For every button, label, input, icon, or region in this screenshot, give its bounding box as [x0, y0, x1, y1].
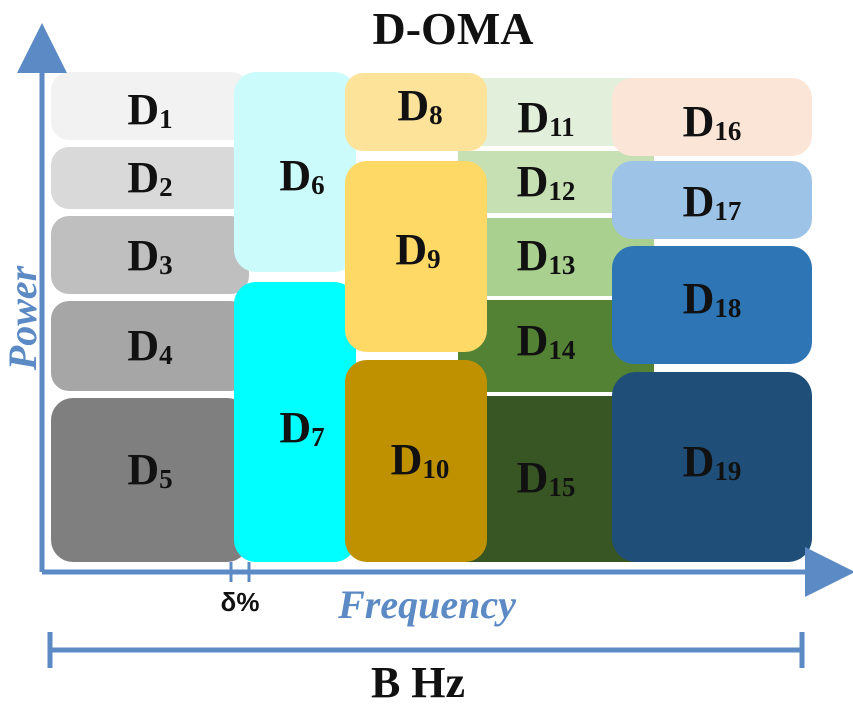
guard-band-label: δ% [221, 587, 260, 617]
svg-text:D15: D15 [517, 453, 576, 502]
block-d16: D16 [612, 78, 812, 156]
diagram-title: D-OMA [373, 3, 534, 54]
svg-text:D10: D10 [391, 435, 450, 484]
block-d2: D2 [51, 147, 249, 209]
svg-text:D16: D16 [683, 97, 742, 146]
block-d19: D19 [612, 372, 812, 562]
svg-text:D2: D2 [127, 153, 172, 202]
svg-text:D3: D3 [127, 231, 172, 280]
svg-text:D1: D1 [127, 85, 172, 134]
block-d7: D7 [234, 282, 356, 562]
svg-text:D9: D9 [395, 225, 440, 274]
block-d10: D10 [345, 360, 487, 562]
svg-text:D14: D14 [517, 316, 576, 365]
svg-text:D19: D19 [683, 437, 742, 486]
bandwidth-label: B Hz [371, 658, 465, 707]
svg-text:D5: D5 [127, 445, 172, 494]
svg-text:D4: D4 [127, 321, 172, 370]
svg-text:D11: D11 [517, 93, 574, 142]
svg-text:D8: D8 [397, 81, 442, 130]
block-d8: D8 [345, 73, 487, 151]
block-d17: D17 [612, 161, 812, 239]
block-d18: D18 [612, 246, 812, 364]
block-d4: D4 [51, 301, 249, 391]
svg-text:D7: D7 [279, 403, 324, 452]
resource-blocks: D1 D2 D3 D4 D5 D6 D7 D11 [51, 72, 812, 562]
block-d1: D1 [51, 72, 249, 140]
svg-text:D13: D13 [517, 231, 576, 280]
block-d9: D9 [345, 161, 487, 352]
svg-text:D17: D17 [683, 177, 742, 226]
block-d6: D6 [234, 72, 356, 272]
svg-text:D12: D12 [517, 157, 576, 206]
svg-text:D18: D18 [683, 274, 742, 323]
svg-text:D6: D6 [279, 151, 324, 200]
block-d3: D3 [51, 216, 249, 294]
power-axis-label: Power [0, 265, 45, 371]
frequency-axis-label: Frequency [337, 582, 516, 627]
block-d5: D5 [51, 398, 249, 562]
